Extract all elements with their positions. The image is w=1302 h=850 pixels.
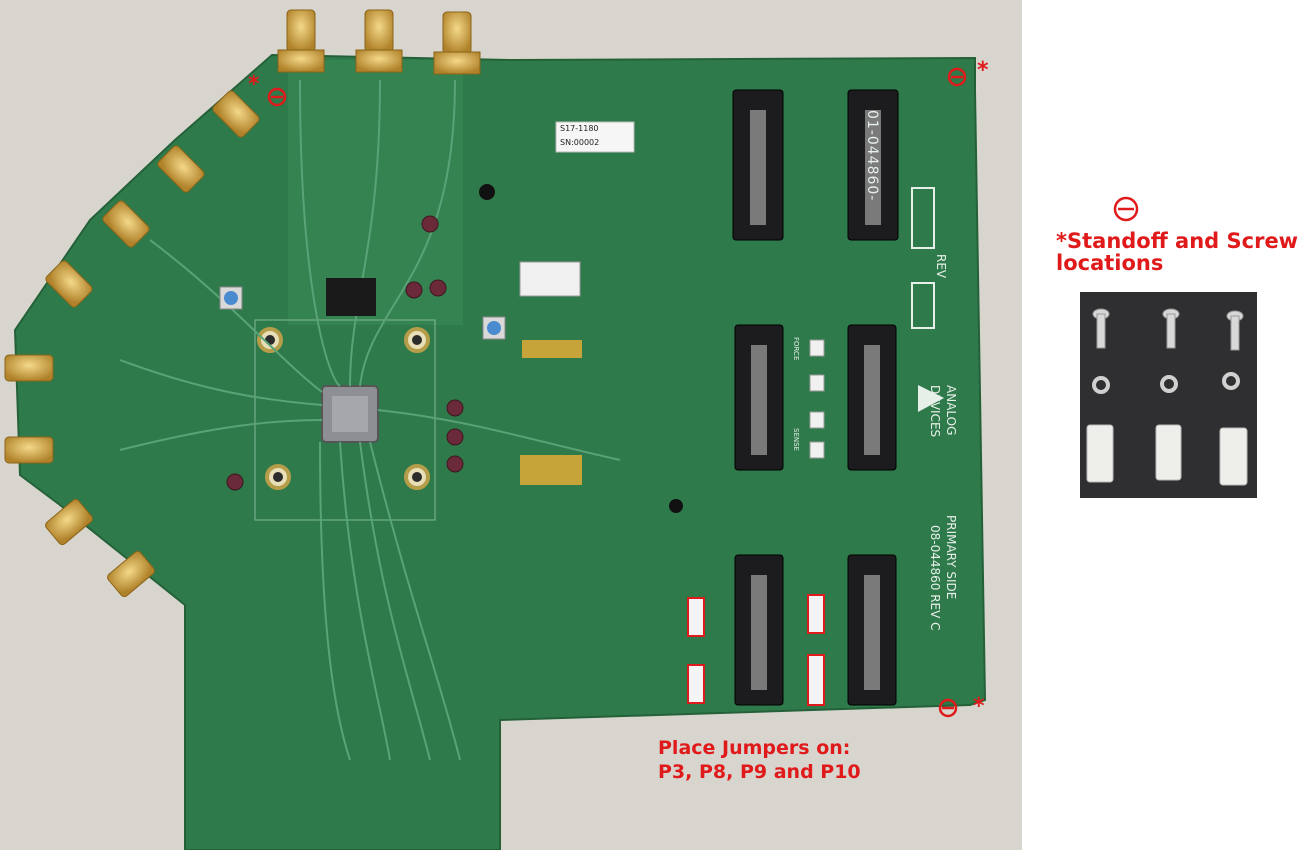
standoff-star-top-right: *: [977, 58, 989, 83]
silk-partno: 01-044860-: [864, 110, 880, 202]
silk-side: PRIMARY SIDE: [944, 515, 958, 600]
legend-line2: locations: [1056, 251, 1164, 275]
highlighted-jumpers: [687, 594, 825, 706]
hardware-photo: [1080, 292, 1257, 498]
board-photo: S17-1180 SN:00002 01-044860- REV ANALOG …: [0, 0, 1022, 850]
standoff-symbol-icon: [1113, 196, 1139, 222]
washer-icon: [1092, 372, 1240, 394]
jumper-note-line1: Place Jumpers on:: [658, 737, 851, 759]
silk-brand-2: DEVICES: [928, 385, 942, 438]
silk-sense: SENSE: [792, 428, 800, 451]
silk-force: FORCE: [792, 337, 800, 361]
pcb-illustration: [4, 9, 987, 850]
standoff-star-bottom-right: *: [973, 694, 985, 719]
silk-rev: REV: [934, 254, 948, 279]
standoff-marker: [267, 67, 967, 718]
standoff-legend: *Standoff and Screw locations: [1056, 230, 1302, 274]
sma-connectors: [4, 9, 481, 598]
jumper-note-line2: P3, P8, P9 and P10: [658, 761, 861, 783]
silk-partno-rev: 08-044860 REV C: [928, 525, 942, 631]
jumper-note: Place Jumpers on: P3, P8, P9 and P10: [658, 736, 861, 784]
screw-icon: [1092, 308, 1244, 351]
standoff-star-top-left: *: [248, 72, 260, 97]
serial-label: S17-1180: [560, 124, 599, 133]
standoff-icon: [1086, 424, 1248, 486]
silk-brand-1: ANALOG: [944, 385, 958, 436]
legend-line1: *Standoff and Screw: [1056, 229, 1299, 253]
sn-label: SN:00002: [560, 138, 600, 147]
